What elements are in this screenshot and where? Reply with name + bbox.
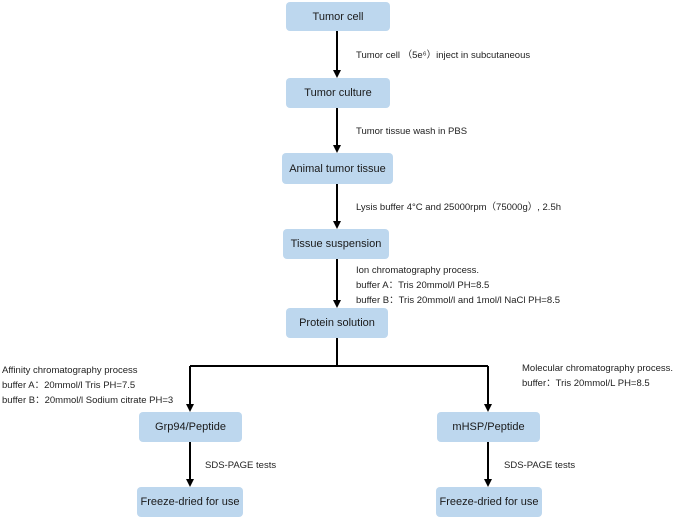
node-tissue-suspension: Tissue suspension (283, 229, 389, 259)
step-lysis: Lysis buffer 4°C and 25000rpm（75000g）, 2… (356, 202, 562, 213)
affinity-title: Affinity chromatography process (2, 365, 138, 376)
ion-title: Ion chromatography process. (356, 265, 480, 276)
ion-buffer-a: buffer A：Tris 20mmol/l PH=8.5 (356, 280, 490, 291)
affinity-buffer-b: buffer B：20mmol/l Sodium citrate PH=3 (2, 395, 174, 406)
step-inject: Tumor cell （5e⁶）inject in subcutaneous (356, 50, 531, 61)
step-sds-left: SDS-PAGE tests (205, 460, 277, 471)
affinity-buffer-a: buffer A：20mmol/l Tris PH=7.5 (2, 380, 136, 391)
step-ion-chromatography: Ion chromatography process. buffer A：Tri… (356, 263, 560, 308)
node-animal-tumor-tissue: Animal tumor tissue (282, 153, 393, 184)
molecular-buffer: buffer：Tris 20mmol/L PH=8.5 (522, 378, 650, 389)
node-tumor-cell: Tumor cell (286, 2, 390, 31)
ion-buffer-b: buffer B：Tris 20mmol/l and 1mol/l NaCl P… (356, 295, 561, 306)
node-tumor-culture: Tumor culture (286, 78, 390, 108)
molecular-title: Molecular chromatography process. (522, 363, 674, 374)
node-freeze-dried-right: Freeze-dried for use (436, 487, 542, 517)
node-freeze-dried-left: Freeze-dried for use (137, 487, 243, 517)
step-wash: Tumor tissue wash in PBS (356, 126, 468, 137)
node-grp94-peptide: Grp94/Peptide (139, 412, 242, 442)
node-protein-solution: Protein solution (286, 308, 388, 338)
step-molecular-chromatography: Molecular chromatography process. buffer… (522, 361, 673, 391)
step-affinity-chromatography: Affinity chromatography process buffer A… (2, 363, 173, 408)
node-mhsp-peptide: mHSP/Peptide (437, 412, 540, 442)
step-sds-right: SDS-PAGE tests (504, 460, 576, 471)
